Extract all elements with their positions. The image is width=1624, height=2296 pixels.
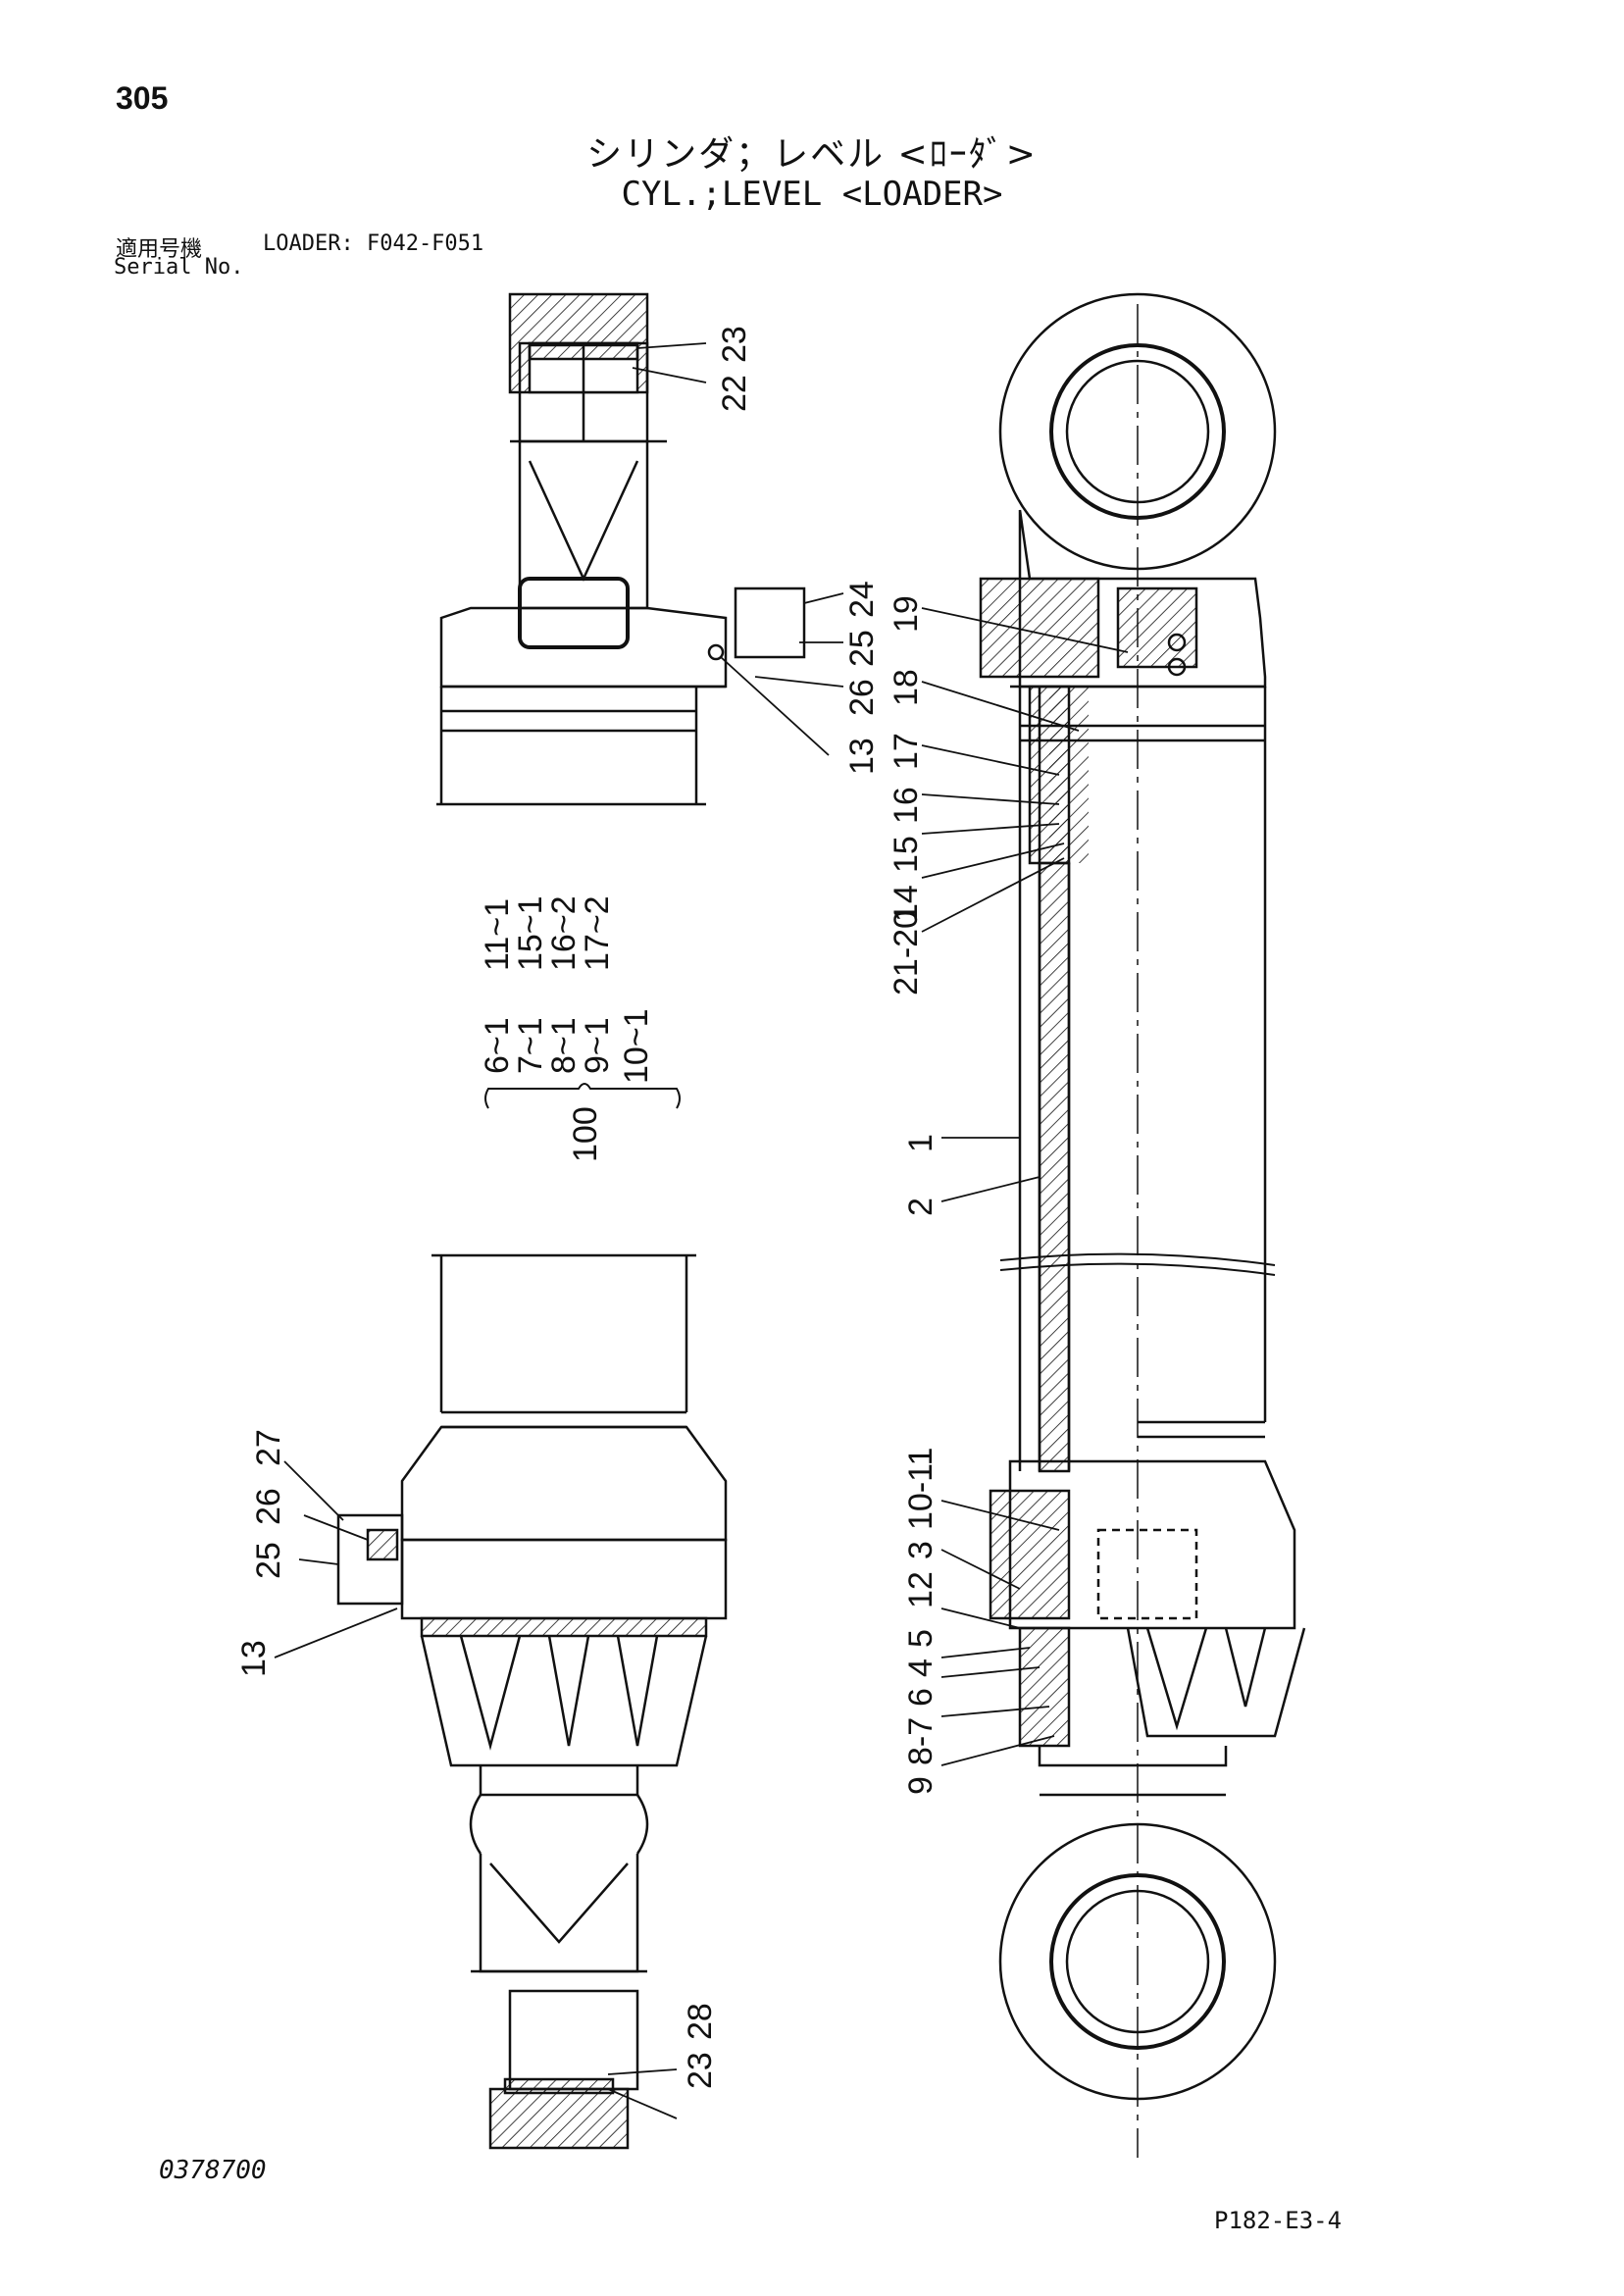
callout-label: 2 bbox=[902, 1198, 939, 1216]
right-cylinder-assembly bbox=[979, 292, 1306, 2158]
callout-label: 3 bbox=[902, 1541, 939, 1559]
kit-part: 6~1 bbox=[479, 1017, 516, 1074]
callout-label: 8-7 bbox=[902, 1717, 939, 1765]
callout-label: 23 bbox=[716, 326, 753, 363]
callouts-right: 19 18 17 16 15 14 21-20 1 2 10-11 3 12 5… bbox=[888, 595, 939, 1795]
callout-label: 27 bbox=[250, 1429, 287, 1466]
kit-callouts: 100 6~1 7~1 8~1 9~1 10~1 11~1 15~1 16~2 … bbox=[479, 895, 655, 1162]
callout-label: 26 bbox=[843, 679, 881, 716]
callout-label: 28 bbox=[682, 2003, 719, 2040]
serial-label-english: Serial No. bbox=[114, 255, 244, 280]
callout-label: 1 bbox=[902, 1134, 939, 1152]
kit-number: 100 bbox=[567, 1106, 604, 1162]
callout-label: 25 bbox=[250, 1542, 287, 1579]
callout-label: 9 bbox=[902, 1776, 939, 1795]
callout-label: 23 bbox=[682, 2052, 719, 2089]
kit-part: 9~1 bbox=[579, 1017, 616, 1074]
kit-part: 16~2 bbox=[545, 895, 583, 971]
kit-part: 8~1 bbox=[545, 1017, 583, 1074]
callout-label: 17 bbox=[888, 733, 925, 770]
callout-label: 13 bbox=[235, 1640, 273, 1677]
title-english: CYL.;LEVEL <LOADER> bbox=[621, 175, 1003, 214]
kit-part: 11~1 bbox=[479, 898, 516, 971]
serial-label-japanese: 適用号機 bbox=[116, 237, 203, 262]
kit-part: 15~1 bbox=[512, 895, 549, 971]
callout-label: 18 bbox=[888, 669, 925, 706]
serial-range: LOADER: F042-F051 bbox=[263, 231, 484, 256]
callout-label: 16 bbox=[888, 787, 925, 824]
callout-label: 26 bbox=[250, 1488, 287, 1525]
callout-label: 21-20 bbox=[888, 910, 925, 995]
callout-label: 4 bbox=[902, 1658, 939, 1677]
callout-label: 25 bbox=[843, 630, 881, 667]
kit-part: 17~2 bbox=[579, 895, 616, 971]
page-number: 305 bbox=[116, 80, 169, 116]
title-japanese: シリンダ；レベル <ﾛｰﾀﾞ> bbox=[586, 134, 1038, 175]
kit-part: 7~1 bbox=[512, 1017, 549, 1074]
callout-label: 13 bbox=[843, 738, 881, 775]
top-detail-view bbox=[436, 292, 806, 806]
bottom-detail-view bbox=[336, 1253, 728, 2150]
leader-lines bbox=[274, 342, 1129, 2119]
kit-brace bbox=[484, 1083, 681, 1109]
callout-label: 12 bbox=[902, 1571, 939, 1608]
callout-label: 5 bbox=[902, 1629, 939, 1648]
callout-label: 15 bbox=[888, 836, 925, 873]
reference-code: P182-E3-4 bbox=[1214, 2207, 1343, 2234]
callout-label: 24 bbox=[843, 581, 881, 618]
callouts-top: 23 22 24 25 26 13 bbox=[716, 326, 881, 775]
callout-label: 10-11 bbox=[902, 1448, 939, 1530]
kit-part: 10~1 bbox=[618, 1008, 655, 1084]
callout-label: 14 bbox=[888, 885, 925, 922]
callout-label: 6 bbox=[902, 1688, 939, 1707]
callout-label: 22 bbox=[716, 375, 753, 412]
callouts-bottom: 27 26 25 13 28 23 bbox=[235, 1429, 719, 2089]
callout-label: 19 bbox=[888, 595, 925, 633]
drawing-number: 0378700 bbox=[159, 2156, 267, 2185]
